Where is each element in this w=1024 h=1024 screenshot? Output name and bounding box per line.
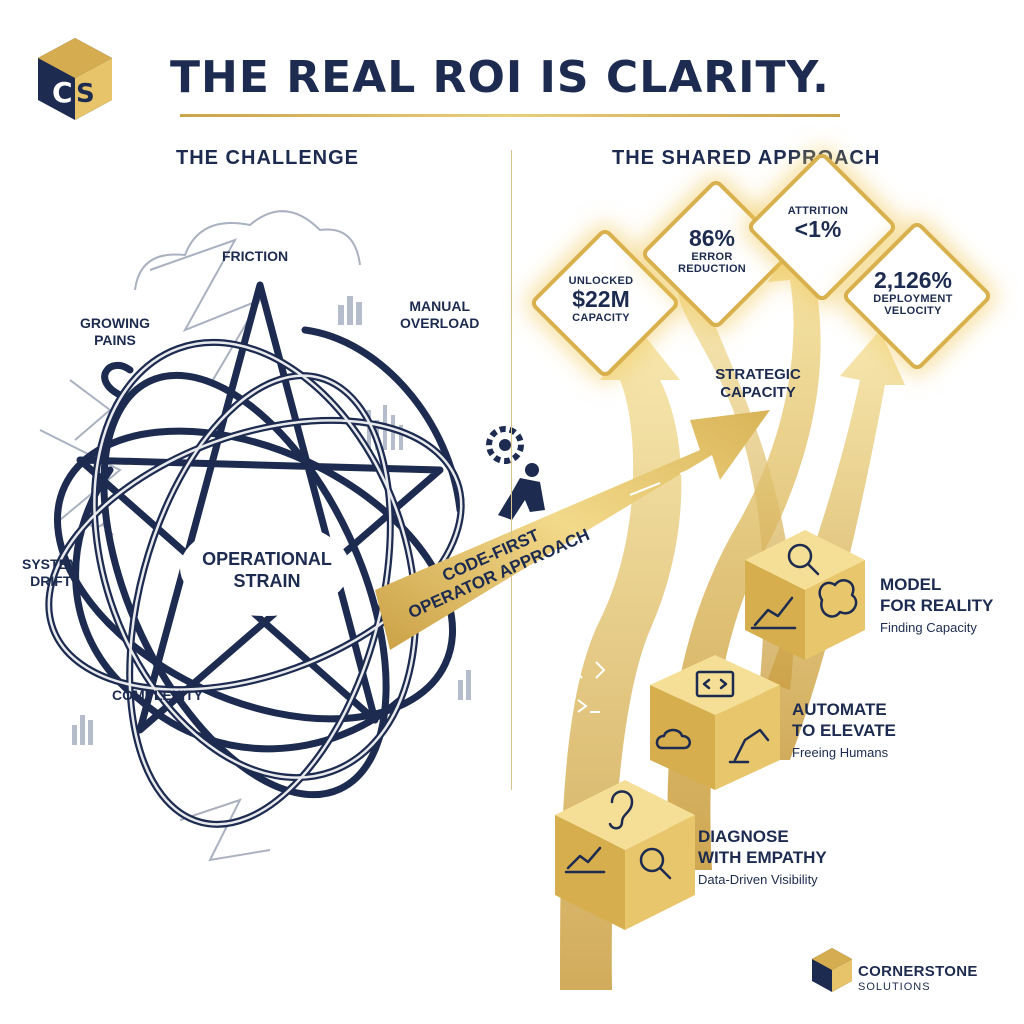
metric-pre: ATTRITION <box>787 204 849 217</box>
system-drift-label: SYSTEM DRIFT <box>22 556 80 589</box>
metric-deployment-velocity: 2,126% DEPLOYMENT VELOCITY <box>838 217 994 373</box>
svg-text:S: S <box>76 79 95 109</box>
brand-name: CORNERSTONE <box>858 963 978 980</box>
robot-arm-icon <box>728 728 770 764</box>
step-subtitle: Freeing Humans <box>792 745 889 760</box>
metric-value: $22M <box>572 285 630 312</box>
cloud-code-icon <box>655 728 691 750</box>
company-logo-icon: C S <box>38 38 112 120</box>
page-title: THE REAL ROI IS CLARITY. <box>170 52 830 103</box>
ear-icon <box>608 790 634 830</box>
metric-post: DEPLOYMENT VELOCITY <box>873 292 953 317</box>
code-window-icon <box>695 670 735 698</box>
brain-icon <box>818 579 858 618</box>
step-diagnose-with-empathy: DIAGNOSE WITH EMPATHY Data-Driven Visibi… <box>698 826 827 887</box>
step-title: DIAGNOSE WITH EMPATHY <box>698 827 827 867</box>
brand-tagline: SOLUTIONS <box>858 981 931 993</box>
step-title: MODEL FOR REALITY <box>880 575 994 615</box>
target-magnifier-icon <box>787 543 820 576</box>
code-glyph-doodles <box>572 591 697 713</box>
metric-post: ERROR REDUCTION <box>677 250 747 275</box>
brand-logo-icon <box>812 948 852 992</box>
step-automate-to-elevate: AUTOMATE TO ELEVATE Freeing Humans <box>792 699 896 760</box>
metric-value: 2,126% <box>873 266 952 293</box>
operational-strain-label: OPERATIONAL STRAIN <box>202 549 332 591</box>
svg-text:C: C <box>52 76 73 109</box>
friction-label: FRICTION <box>222 248 289 264</box>
strategic-capacity-label: STRATEGIC CAPACITY <box>715 366 801 401</box>
metric-error-reduction: 86% ERROR REDUCTION <box>637 175 793 331</box>
person-pushing-gear-icon <box>486 426 545 520</box>
metric-value: 86% <box>688 224 736 251</box>
metric-pre: UNLOCKED <box>568 274 634 287</box>
step-subtitle: Finding Capacity <box>880 620 977 635</box>
manual-overload-label: MANUAL OVERLOAD <box>400 298 480 331</box>
brand-block: CORNERSTONE SOLUTIONS <box>858 964 978 994</box>
step-title: AUTOMATE TO ELEVATE <box>792 700 896 740</box>
code-first-arrow <box>375 410 770 650</box>
title-underline <box>180 114 840 117</box>
metric-post: CAPACITY <box>572 311 630 324</box>
challenge-heading: THE CHALLENGE <box>176 147 359 169</box>
metric-value: <1% <box>794 215 842 242</box>
chart-check-icon <box>564 846 606 874</box>
complexity-label: COMPLEXITY <box>112 687 204 703</box>
section-divider <box>511 150 512 790</box>
step-model-for-reality: MODEL FOR REALITY Finding Capacity <box>880 574 993 635</box>
metric-attrition: ATTRITION <1% <box>743 148 899 304</box>
metric-unlocked-capacity: UNLOCKED $22M CAPACITY <box>526 224 682 380</box>
step-cubes <box>555 530 865 930</box>
step-subtitle: Data-Driven Visibility <box>698 872 818 887</box>
magnifier-icon <box>639 847 672 880</box>
growing-pains-label: GROWING PAINS <box>80 315 150 348</box>
growth-chart-icon <box>750 596 797 630</box>
